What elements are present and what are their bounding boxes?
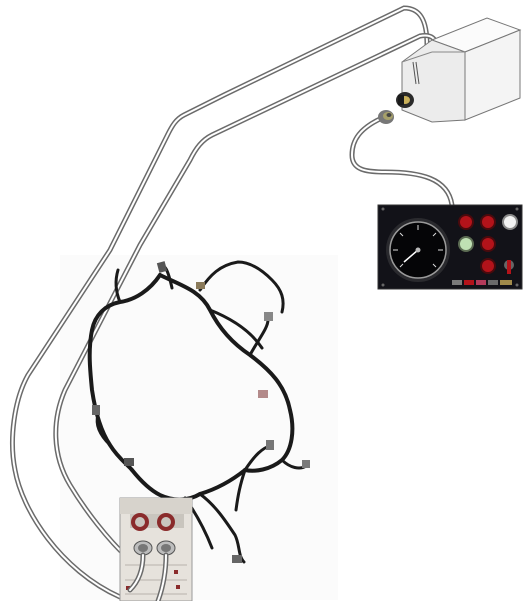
harness-connector-icon — [196, 282, 205, 289]
indicator-light-green — [458, 236, 474, 252]
harness-connector-icon — [124, 458, 134, 466]
panel-bottom-controls — [452, 280, 512, 285]
harness-connector-icon — [264, 312, 273, 321]
module-connector-icon — [396, 92, 414, 108]
indicator-light-white — [502, 214, 518, 230]
harness-connector-icon — [302, 460, 310, 468]
harness-connector-icon — [266, 440, 274, 450]
harness-connector-icon — [258, 390, 268, 398]
harness-connector-icon — [232, 555, 242, 563]
tachometer-gauge-icon — [386, 218, 450, 282]
indicator-light-red-1 — [458, 214, 474, 230]
panel-cable — [352, 118, 452, 205]
indicator-light-red-4 — [480, 258, 496, 274]
harness-connector-icon — [92, 405, 100, 415]
indicator-light-red-3 — [480, 236, 496, 252]
indicator-light-red-2 — [480, 214, 496, 230]
round-connector-icon — [378, 110, 394, 124]
gauge-panel-icon — [378, 205, 522, 289]
